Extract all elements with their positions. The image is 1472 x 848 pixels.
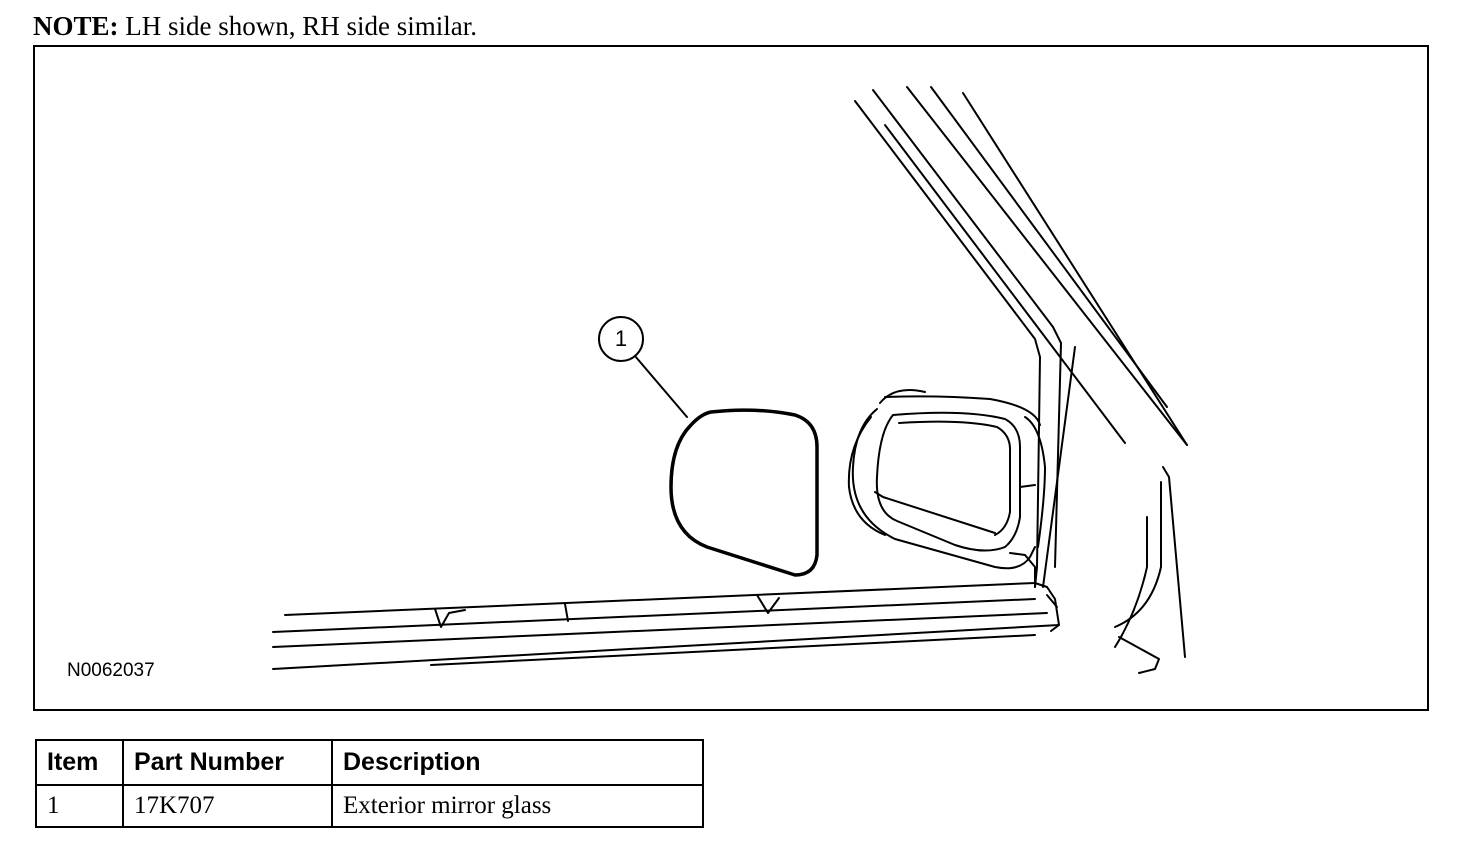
- cell-part-number: 17K707: [122, 784, 333, 828]
- a-pillar-lines: [854, 86, 1188, 588]
- note-label: NOTE:: [33, 11, 119, 41]
- mirror-housing: [847, 389, 1046, 588]
- cell-description: Exterior mirror glass: [331, 784, 704, 828]
- header-description: Description: [331, 739, 704, 786]
- illustration-frame: 1 N0062037: [33, 45, 1429, 711]
- belt-molding-lines: [272, 582, 1060, 670]
- table-row: 1 17K707 Exterior mirror glass: [35, 784, 704, 828]
- callout-leader: [634, 355, 688, 418]
- parts-table: Item Part Number Description 1 17K707 Ex…: [35, 739, 704, 828]
- header-item: Item: [35, 739, 124, 786]
- mirror-glass-outline: [669, 408, 819, 577]
- note-text: LH side shown, RH side similar.: [125, 11, 478, 41]
- mirror-illustration: [272, 86, 1188, 674]
- header-part-number: Part Number: [122, 739, 333, 786]
- note: NOTE: LH side shown, RH side similar.: [33, 8, 477, 44]
- callout-circle: [598, 316, 644, 362]
- cell-item: 1: [35, 784, 124, 828]
- parts-table-header-row: Item Part Number Description: [35, 739, 704, 786]
- door-edge-lines: [1114, 466, 1186, 674]
- callout-number: 1: [614, 326, 628, 351]
- figure-id: N0062037: [67, 660, 155, 681]
